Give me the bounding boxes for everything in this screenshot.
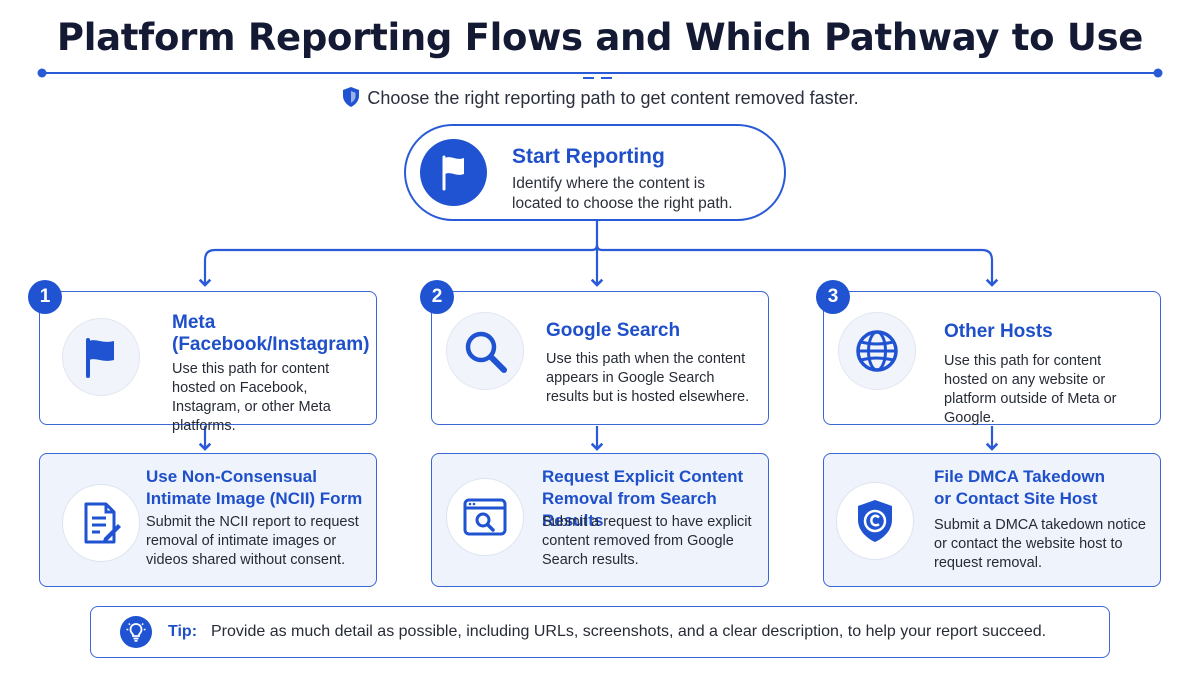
tip-box: Tip: Provide as much detail as possible,… xyxy=(90,606,1110,658)
path-card-google-search: Google Search Use this path when the con… xyxy=(431,291,769,425)
action-heading: File DMCA Takedown or Contact Site Host xyxy=(934,466,1158,510)
action-heading: Request Explicit Content Removal from Se… xyxy=(542,466,766,532)
page-title: Platform Reporting Flows and Which Pathw… xyxy=(56,16,1144,59)
action-description: Submit a DMCA takedown notice or contact… xyxy=(934,517,1146,571)
lightbulb-icon xyxy=(120,616,152,648)
start-heading: Start Reporting xyxy=(512,145,665,168)
path-heading-line2: (Facebook/Instagram) xyxy=(172,334,370,355)
path-card-other-hosts: Other Hosts Use this path for content ho… xyxy=(823,291,1161,426)
page-subtitle: Choose the right reporting path to get c… xyxy=(0,86,1200,113)
subtitle-text: Choose the right reporting path to get c… xyxy=(367,88,859,108)
path-description: Use this path when the content appears i… xyxy=(546,351,750,405)
title-divider xyxy=(37,68,1163,79)
start-description: Identify where the content is located to… xyxy=(512,175,733,212)
flag-icon xyxy=(420,139,487,206)
tip-label: Tip: xyxy=(168,623,198,640)
search-icon xyxy=(446,312,524,390)
action-card-dmca: File DMCA Takedown or Contact Site Host … xyxy=(823,453,1161,587)
action-heading: Use Non-Consensual Intimate Image (NCII)… xyxy=(146,466,374,510)
action-heading-line2: Removal from Search Results xyxy=(542,489,717,530)
path-description: Use this path for content hosted on Face… xyxy=(172,361,331,434)
action-heading-line1: Request Explicit Content xyxy=(542,467,744,486)
browser-search-icon xyxy=(446,478,524,556)
form-icon xyxy=(62,484,140,562)
path-description: Use this path for content hosted on any … xyxy=(944,353,1117,426)
action-heading-line1: File DMCA Takedown xyxy=(934,467,1105,486)
action-description: Submit the NCII report to request remova… xyxy=(146,514,359,568)
shield-icon xyxy=(341,86,361,113)
action-card-search-removal: Request Explicit Content Removal from Se… xyxy=(431,453,769,587)
globe-icon xyxy=(838,312,916,390)
branch-connector xyxy=(198,221,999,451)
tip-text: Provide as much detail as possible, incl… xyxy=(211,623,1047,640)
step-badge: 1 xyxy=(28,280,62,314)
path-card-meta: Meta (Facebook/Instagram) Use this path … xyxy=(39,291,377,434)
action-heading-line2: or Contact Site Host xyxy=(934,489,1098,508)
start-reporting-node: Start Reporting Identify where the conte… xyxy=(404,124,786,221)
path-heading-line1: Meta xyxy=(172,312,216,333)
path-heading: Google Search xyxy=(546,320,681,341)
path-heading: Other Hosts xyxy=(944,321,1053,342)
action-card-ncii: Use Non-Consensual Intimate Image (NCII)… xyxy=(39,453,377,587)
flag-icon xyxy=(62,318,140,396)
step-badge: 3 xyxy=(816,280,850,314)
step-badge: 2 xyxy=(420,280,454,314)
path-heading: Meta (Facebook/Instagram) xyxy=(172,312,372,356)
action-heading-line1: Use Non-Consensual xyxy=(146,467,317,486)
action-description: Submit a request to have explicit conten… xyxy=(542,514,752,568)
action-heading-line2: Intimate Image (NCII) Form xyxy=(146,489,363,508)
copyright-shield-icon xyxy=(836,482,914,560)
